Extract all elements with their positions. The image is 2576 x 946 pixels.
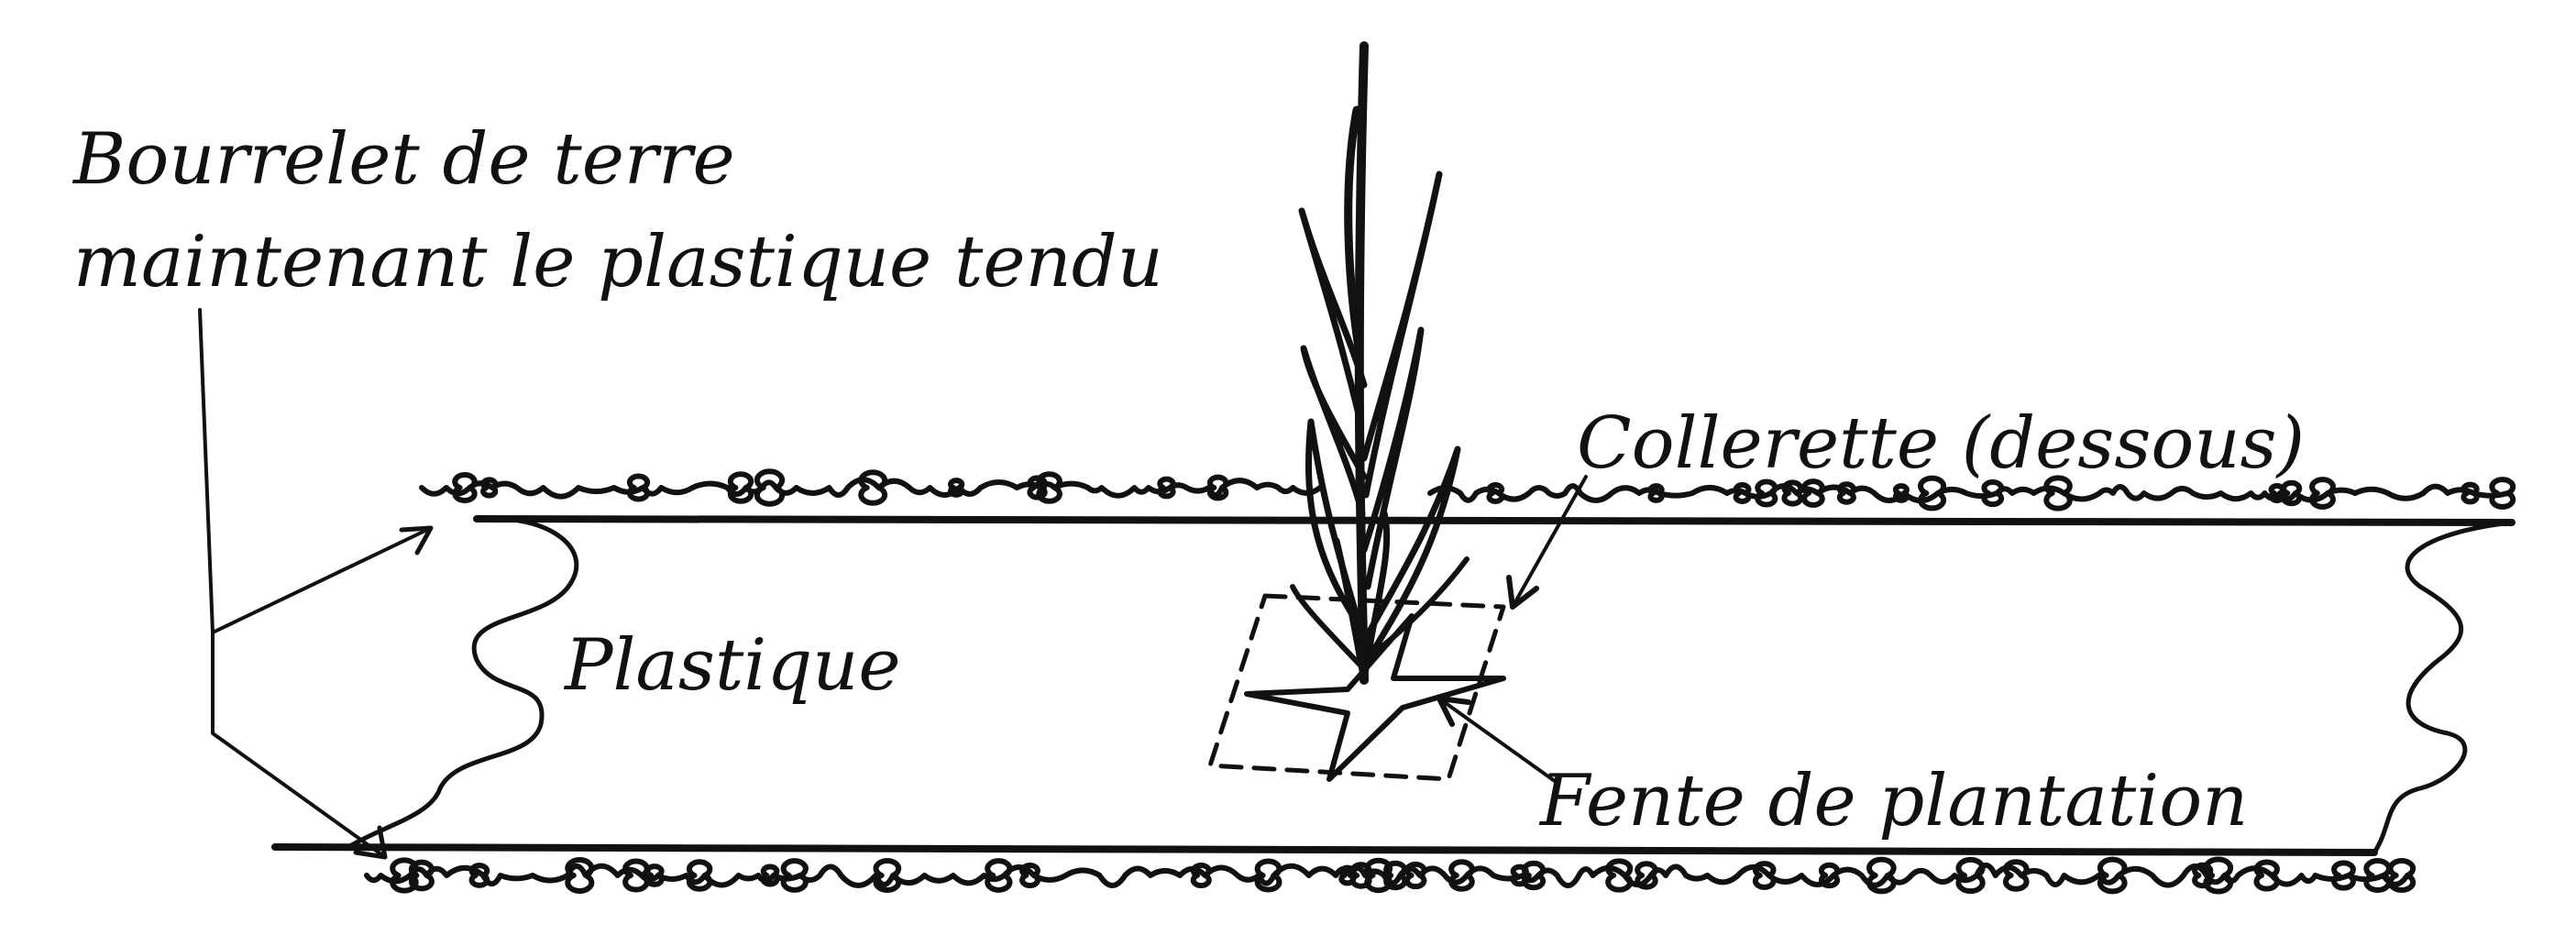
label-collerette: Collerette (dessous) [1577,402,2305,485]
label-fente: Fente de plantation [1538,760,2248,842]
seedling-plant-icon [1290,41,1470,685]
plastic-top-edge [473,515,2515,526]
plastic-sheet [271,515,2515,856]
label-bourrelet-line2: maintenant le plastique tendu [73,221,1163,303]
soil-ridge-top [419,468,2516,512]
label-plastique: Plastique [563,624,901,707]
plastic-bottom-edge [271,843,2378,856]
planting-slit-icon [1244,613,1506,782]
leader-collerette [1506,475,1588,610]
label-bourrelet-line1: Bourrelet de terre [72,118,735,201]
leader-fente [1437,696,1560,786]
soil-ridge-bottom [364,856,2416,895]
plastic-left-torn-edge [346,515,579,850]
plastic-right-torn-edge [2372,520,2515,855]
leader-bourrelet [198,308,434,860]
